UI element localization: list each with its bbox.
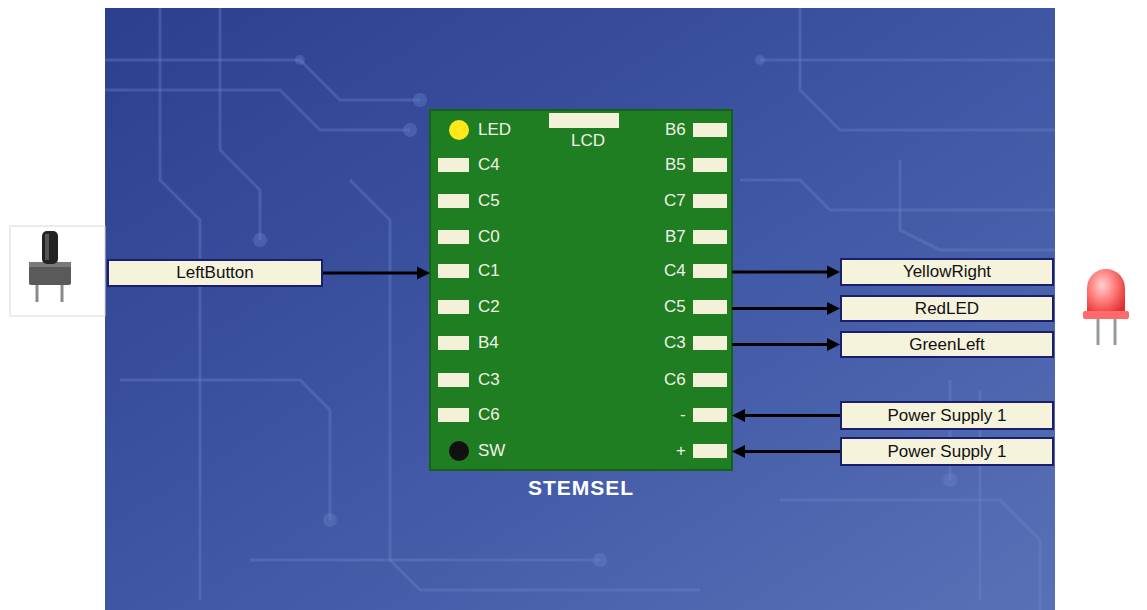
box-label: LeftButton <box>170 263 260 283</box>
pin-name: C3 <box>664 333 686 353</box>
output-box: GreenLeft <box>840 331 1054 358</box>
arrow-line <box>732 271 829 274</box>
pin-name: LED <box>478 120 511 140</box>
output-box: RedLED <box>840 295 1054 322</box>
input-box: LeftButton <box>107 259 323 287</box>
pin-name: + <box>676 441 686 461</box>
pin-name: LCD <box>571 131 605 151</box>
pin-name: C6 <box>478 405 500 425</box>
pin-name: C1 <box>478 261 500 281</box>
signal-arrow <box>732 302 840 315</box>
arrow-head <box>827 266 840 279</box>
pin-name: C4 <box>478 155 500 175</box>
circuit-background <box>105 8 1055 610</box>
arrow-line <box>323 272 419 275</box>
arrow-line <box>743 414 840 417</box>
signal-arrow <box>732 445 840 458</box>
pin-name: C5 <box>664 297 686 317</box>
pin-name: B4 <box>478 333 499 353</box>
microcontroller-board: STEMSEL <box>430 110 732 470</box>
arrow-head <box>732 445 745 458</box>
power-box: Power Supply 1 <box>840 437 1054 466</box>
pin-name: C2 <box>478 297 500 317</box>
box-label: YellowRight <box>897 262 997 282</box>
box-label: Power Supply 1 <box>881 442 1012 462</box>
signal-arrow <box>323 267 430 280</box>
board-traces <box>105 8 1055 610</box>
arrow-line <box>743 450 840 453</box>
pin-name: C6 <box>664 370 686 390</box>
pin-name: C0 <box>478 227 500 247</box>
pin-name: C4 <box>664 261 686 281</box>
arrow-line <box>732 343 829 346</box>
power-box: Power Supply 1 <box>840 401 1054 430</box>
arrow-head <box>417 267 430 280</box>
stemsel-board <box>430 110 732 470</box>
arrow-head <box>732 409 745 422</box>
box-label: RedLED <box>909 299 985 319</box>
arrow-head <box>827 302 840 315</box>
pin-name: C7 <box>664 191 686 211</box>
signal-arrow <box>732 266 840 279</box>
signal-arrow <box>732 409 840 422</box>
box-label: GreenLeft <box>903 335 991 355</box>
board-name: STEMSEL <box>430 476 732 500</box>
pin-name: SW <box>478 441 505 461</box>
output-box: YellowRight <box>840 258 1054 286</box>
arrow-line <box>732 307 829 310</box>
push-button-picture <box>10 226 105 316</box>
pin-name: - <box>680 405 686 425</box>
box-label: Power Supply 1 <box>881 406 1012 426</box>
pin-name: B5 <box>665 155 686 175</box>
signal-arrow <box>732 338 840 351</box>
pin-name: C5 <box>478 191 500 211</box>
pin-name: B7 <box>665 227 686 247</box>
pin-name: B6 <box>665 120 686 140</box>
red-led-picture <box>1083 269 1129 345</box>
arrow-head <box>827 338 840 351</box>
pin-name: C3 <box>478 370 500 390</box>
